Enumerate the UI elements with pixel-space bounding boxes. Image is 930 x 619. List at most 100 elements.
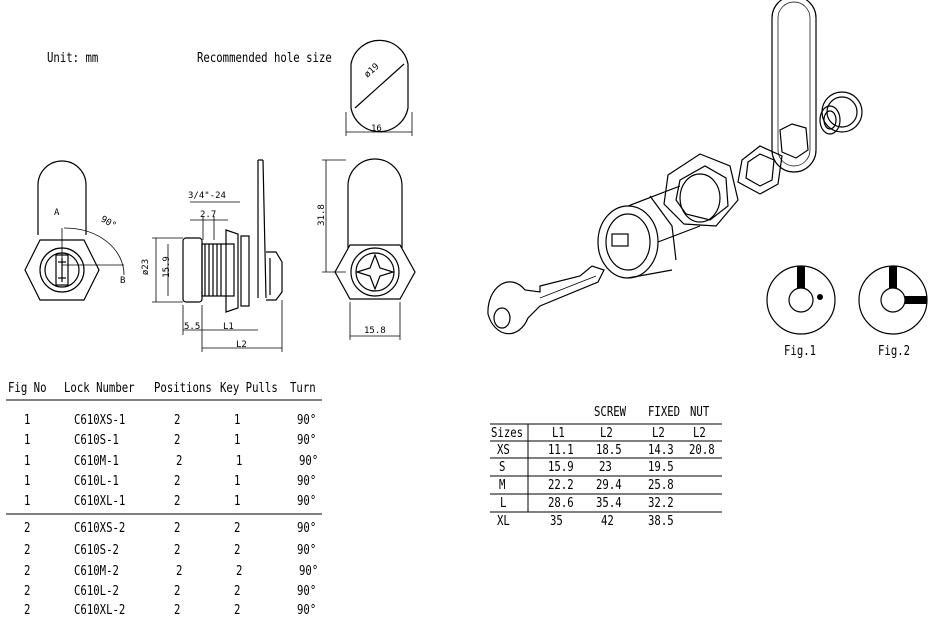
- lock-number-cell: C610M-2: [74, 564, 119, 579]
- hole-size-drawing: [345, 39, 413, 136]
- l1-cell: 11.1: [548, 443, 574, 458]
- lock-number-cell: C610L-1: [74, 474, 119, 489]
- d23-dim: ø23: [141, 258, 152, 276]
- fig-no-cell: 1: [24, 494, 31, 509]
- height-dim: 31.8: [316, 204, 327, 226]
- screw-l2-cell: 29.4: [596, 478, 622, 493]
- turn-cell: 90°: [297, 474, 317, 489]
- key-pulls-cell: 2: [234, 584, 241, 599]
- lock-col-header: Turn: [290, 381, 316, 396]
- fig-no-cell: 1: [24, 474, 31, 489]
- turn-cell: 90°: [297, 543, 317, 558]
- turn-cell: 90°: [297, 584, 317, 599]
- lock-number-cell: C610XS-2: [74, 521, 126, 536]
- size-header-cell: L2: [693, 426, 706, 441]
- fig-no-cell: 1: [24, 433, 31, 448]
- recommended-hole-label: Recommended hole size: [197, 51, 332, 66]
- key-pulls-cell: 1: [236, 454, 243, 469]
- lock-col-header: Fig No: [8, 381, 47, 396]
- key-pulls-cell: 2: [234, 603, 241, 618]
- unit-label: Unit: mm: [47, 51, 99, 66]
- fig-no-cell: 1: [24, 454, 31, 469]
- positions-cell: 2: [174, 521, 181, 536]
- size-header-cell: L2: [600, 426, 613, 441]
- size-cell: XL: [497, 514, 510, 529]
- key-pulls-cell: 1: [234, 413, 241, 428]
- positions-cell: 2: [174, 413, 181, 428]
- fixed-l2-cell: 19.5: [648, 460, 674, 475]
- fig-no-cell: 2: [24, 521, 31, 536]
- turn-cell: 90°: [297, 413, 317, 428]
- size-cell: L: [500, 496, 507, 511]
- lock-number-cell: C610XS-1: [74, 413, 126, 428]
- size-cell: S: [499, 460, 506, 475]
- position-a-label: A: [54, 208, 60, 218]
- screw-l2-cell: 18.5: [596, 443, 622, 458]
- nut-l2-cell: 20.8: [689, 443, 715, 458]
- turn-cell: 90°: [297, 433, 317, 448]
- exploded-view: [487, 0, 928, 335]
- positions-cell: 2: [176, 564, 183, 579]
- positions-cell: 2: [176, 454, 183, 469]
- size-header-cell: Sizes: [491, 426, 524, 441]
- front-view: [24, 160, 125, 301]
- fixed-l2-cell: 14.3: [648, 443, 674, 458]
- fig-no-cell: 2: [24, 603, 31, 618]
- key-pulls-cell: 1: [234, 474, 241, 489]
- size-header-cell: L1: [552, 426, 565, 441]
- fig-no-cell: 2: [24, 543, 31, 558]
- size-cell: XS: [497, 443, 510, 458]
- size-header-cell: L2: [652, 426, 665, 441]
- screw-l2-cell: 23: [599, 460, 612, 475]
- lock-number-cell: C610M-1: [74, 454, 119, 469]
- L1-dim: L1: [223, 322, 234, 332]
- side-view: [152, 159, 283, 352]
- fig-no-cell: 2: [24, 584, 31, 599]
- turn-cell: 90°: [297, 521, 317, 536]
- d27-dim: 2.7: [200, 210, 217, 220]
- lock-col-header: Lock Number: [64, 381, 135, 396]
- positions-cell: 2: [174, 603, 181, 618]
- positions-cell: 2: [174, 543, 181, 558]
- fixed-l2-cell: 38.5: [648, 514, 674, 529]
- turn-cell: 90°: [297, 494, 317, 509]
- fixed-l2-cell: 32.2: [648, 496, 674, 511]
- screw-l2-cell: 35.4: [596, 496, 622, 511]
- turn-cell: 90°: [299, 564, 319, 579]
- d55-dim: 5.5: [184, 322, 201, 332]
- lock-number-cell: C610XL-1: [74, 494, 126, 509]
- fig2-label: Fig.2: [878, 344, 911, 359]
- fixed-l2-cell: 25.8: [648, 478, 674, 493]
- L2-dim: L2: [236, 340, 247, 350]
- fig1-label: Fig.1: [784, 344, 817, 359]
- l1-cell: 35: [550, 514, 563, 529]
- l1-cell: 22.2: [548, 478, 574, 493]
- turn-cell: 90°: [297, 603, 317, 618]
- fig-no-cell: 2: [24, 564, 31, 579]
- hole-width-dim: 16: [371, 124, 382, 134]
- lock-table-lines: [6, 399, 322, 515]
- l1-cell: 28.6: [548, 496, 574, 511]
- thread-dim: 3/4"-24: [188, 191, 226, 201]
- lock-col-header: Key Pulls: [220, 381, 278, 396]
- lock-number-cell: C610L-2: [74, 584, 119, 599]
- lock-number-cell: C610XL-2: [74, 603, 126, 618]
- fig-no-cell: 1: [24, 413, 31, 428]
- lock-number-cell: C610S-2: [74, 543, 119, 558]
- positions-cell: 2: [174, 494, 181, 509]
- key-pulls-cell: 1: [234, 494, 241, 509]
- size-cell: M: [499, 478, 506, 493]
- lock-number-cell: C610S-1: [74, 433, 119, 448]
- positions-cell: 2: [174, 433, 181, 448]
- width-dim: 15.8: [364, 326, 386, 336]
- lock-col-header: Positions: [154, 381, 212, 396]
- positions-cell: 2: [174, 584, 181, 599]
- key-pulls-cell: 2: [236, 564, 243, 579]
- size-group-header: FIXED: [648, 405, 681, 420]
- key-pulls-cell: 1: [234, 433, 241, 448]
- key-pulls-cell: 2: [234, 543, 241, 558]
- screw-l2-cell: 42: [601, 514, 614, 529]
- position-b-label: B: [120, 276, 126, 286]
